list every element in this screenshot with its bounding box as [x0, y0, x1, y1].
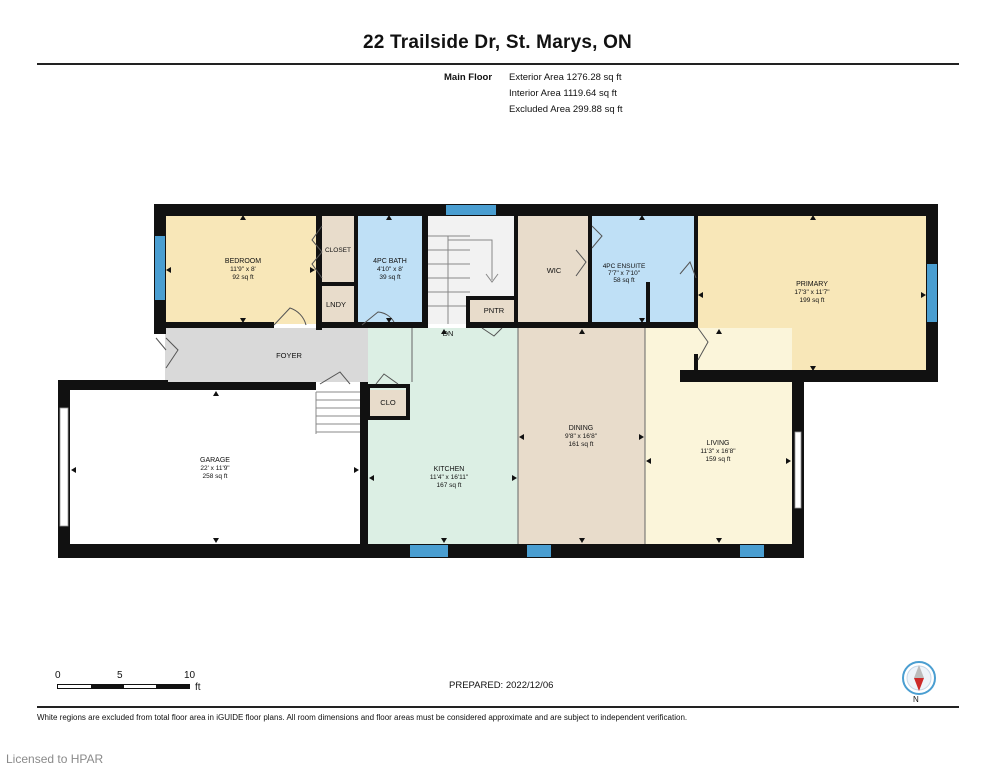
bath-dims: 4'10" x 8': [377, 266, 403, 273]
scale-tick-5: 5: [117, 670, 123, 681]
living-name: LIVING: [707, 440, 730, 447]
bedroom-room: [165, 216, 322, 324]
scale-unit: ft: [195, 682, 201, 693]
dining-area: 161 sq ft: [569, 441, 594, 448]
lndy-room: [322, 286, 354, 324]
ensuite-area: 58 sq ft: [613, 277, 635, 284]
scale-tick-0: 0: [55, 670, 61, 681]
ensuite-room: [592, 216, 694, 324]
bath-name: 4PC BATH: [373, 258, 407, 265]
primary-name: PRIMARY: [796, 281, 828, 288]
stairs: [428, 235, 499, 324]
ensuite-name: 4PC ENSUITE: [603, 263, 646, 270]
compass-icon: [902, 661, 936, 695]
dining-dims: 9'8" x 16'8": [565, 433, 598, 440]
dining-name: DINING: [569, 425, 594, 432]
interior-area: Interior Area 1119.64 sq ft: [509, 88, 617, 99]
bedroom-dims: 11'9" x 8': [230, 266, 256, 273]
ensuite-dims: 7'7" x 7'10": [608, 270, 641, 277]
kitchen-area: 167 sq ft: [437, 482, 462, 489]
closet-name: CLOSET: [325, 247, 351, 254]
pntr-name: PNTR: [484, 306, 505, 315]
garage-room: [70, 390, 360, 544]
foyer-name: FOYER: [276, 351, 302, 360]
garage-stairs: [315, 391, 360, 434]
bedroom-name: BEDROOM: [225, 258, 261, 265]
kitchen-room: [368, 328, 518, 544]
compass-north-label: N: [913, 695, 919, 704]
doors: [155, 225, 709, 385]
kitchen-name: KITCHEN: [434, 466, 465, 473]
dining-room: [518, 328, 645, 544]
kitchen-dims: 11'4" x 16'11": [430, 474, 469, 481]
scale-bar: [57, 684, 190, 689]
bath-room: [358, 216, 422, 324]
wic-name: WIC: [547, 266, 562, 275]
exterior-area: Exterior Area 1276.28 sq ft: [509, 72, 622, 83]
wic-room: [518, 216, 588, 324]
primary-area: 199 sq ft: [800, 297, 825, 304]
dimension-arrows: [71, 215, 926, 543]
garage-window: [59, 407, 802, 527]
partitions: [411, 328, 646, 544]
garage-dims: 22' x 11'9": [200, 465, 230, 472]
footnote: White regions are excluded from total fl…: [37, 713, 688, 722]
stairs-down-label: DN: [443, 329, 454, 338]
garage-area: 258 sq ft: [203, 473, 228, 480]
primary-dims: 17'3" x 11'7": [794, 289, 830, 296]
living-dims: 11'3" x 16'8": [700, 448, 736, 455]
bedroom-area: 92 sq ft: [232, 274, 254, 281]
living-area: 159 sq ft: [706, 456, 731, 463]
pntr-room: [470, 300, 518, 324]
closet-room: [322, 216, 354, 282]
title-divider: [37, 63, 959, 65]
prepared-date: PREPARED: 2022/12/06: [449, 680, 554, 691]
floor-label: Main Floor: [444, 72, 493, 83]
scale-tick-10: 10: [184, 670, 196, 681]
windows: [155, 205, 937, 557]
footer-divider: [37, 706, 959, 708]
excluded-area: Excluded Area 299.88 sq ft: [509, 104, 623, 115]
clo-room: [368, 390, 410, 416]
lndy-name: LNDY: [326, 300, 346, 309]
garage-name: GARAGE: [200, 457, 230, 464]
bath-area: 39 sq ft: [379, 274, 401, 281]
living-room: [645, 328, 792, 544]
page-title: 22 Trailside Dr, St. Marys, ON: [363, 32, 632, 53]
clo-name: CLO: [380, 398, 396, 407]
license-watermark: Licensed to HPAR: [6, 752, 104, 766]
